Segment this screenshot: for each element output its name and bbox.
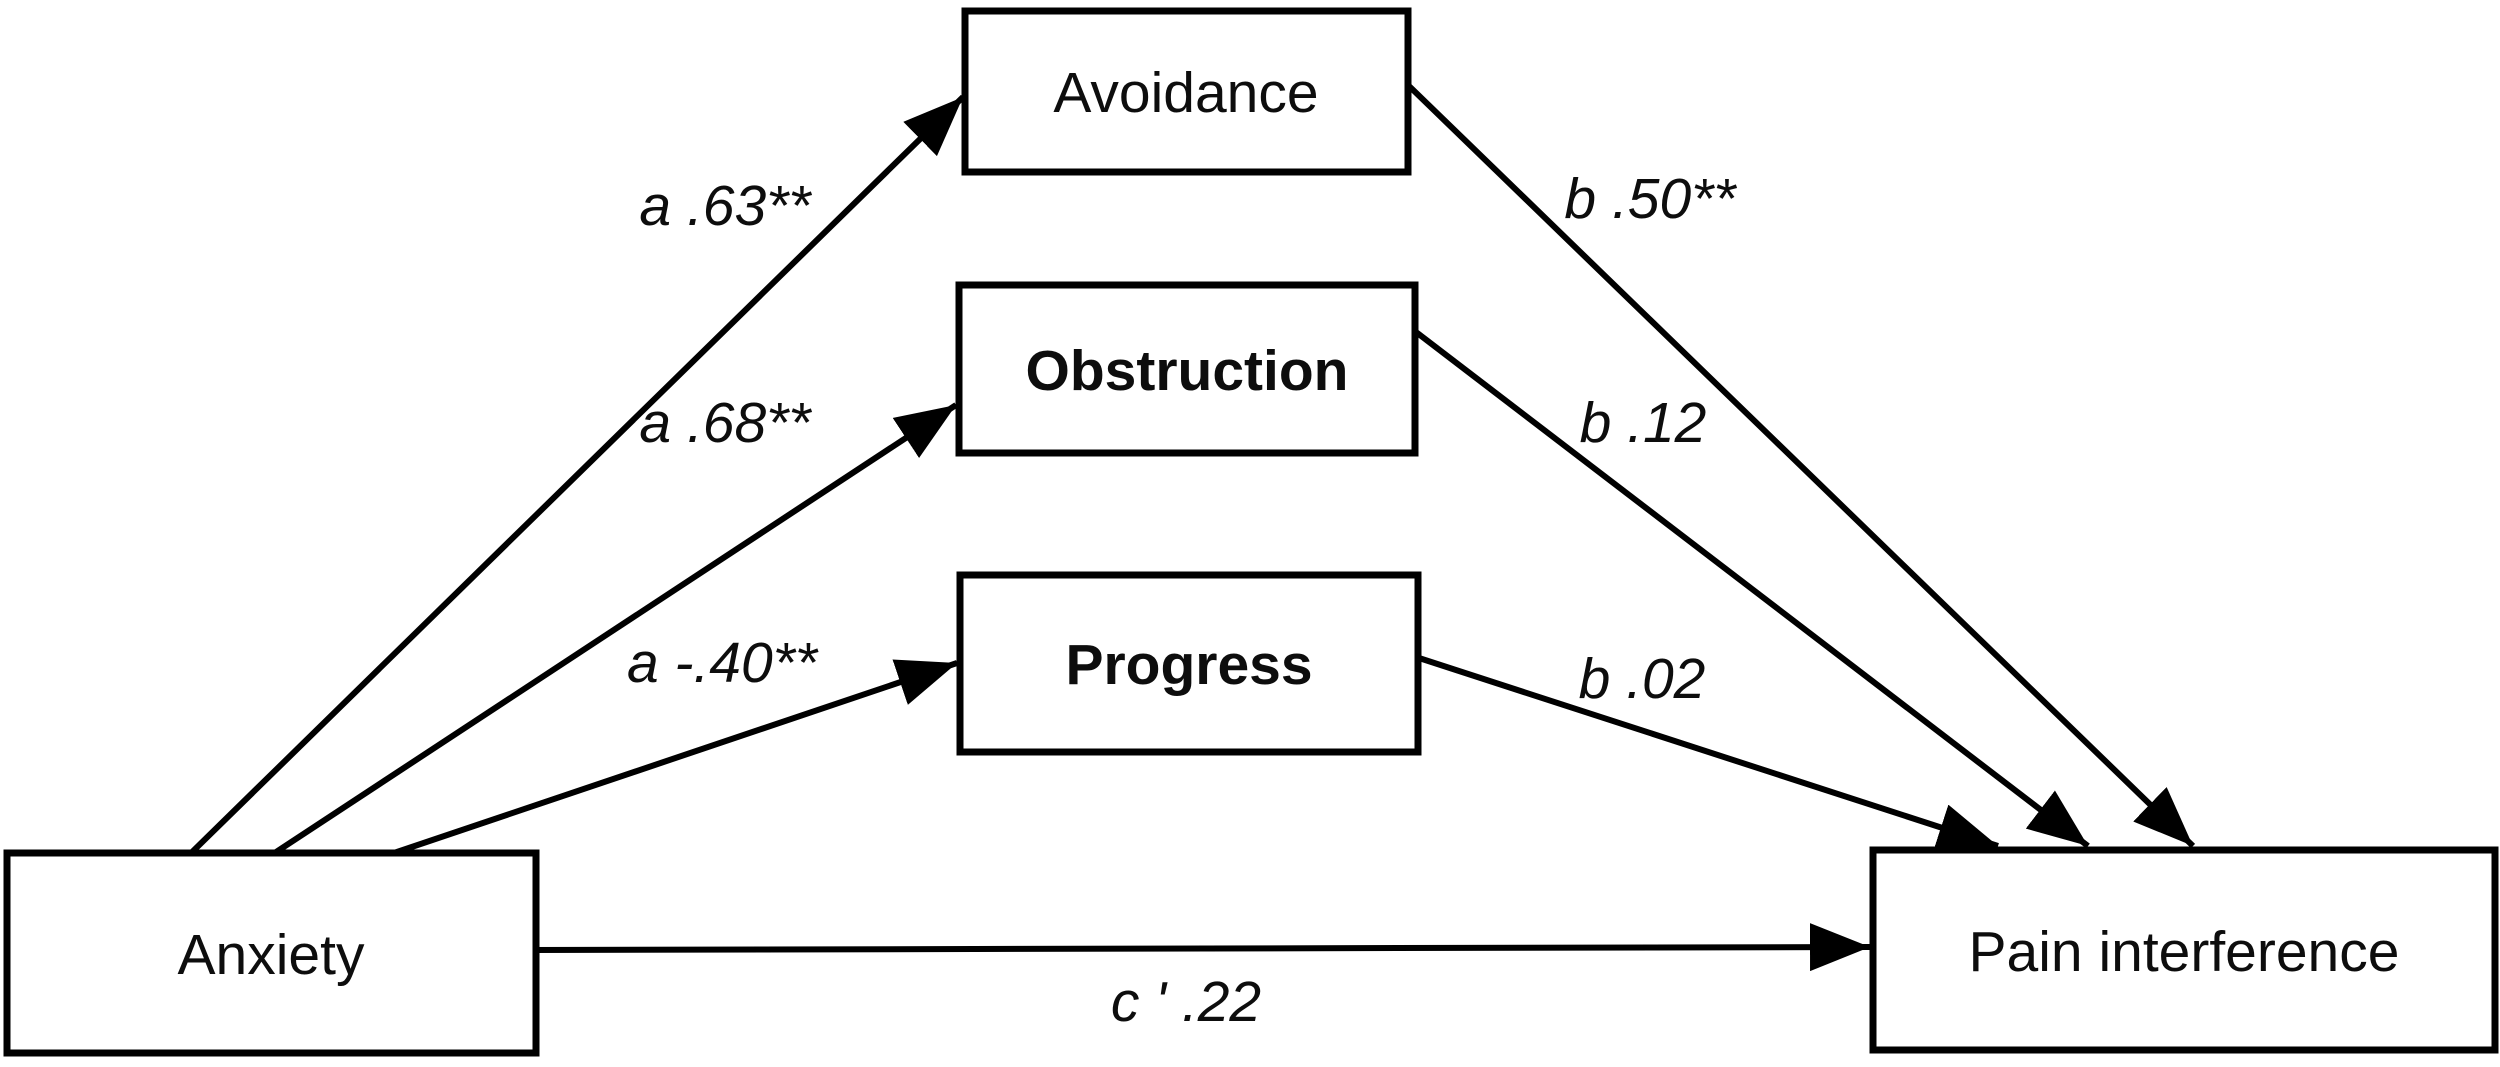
coefficient-b-obstruction: b .12 xyxy=(1580,391,1707,455)
pain-interference-label: Pain interference xyxy=(1969,920,2400,984)
coefficient-b-progress: b .02 xyxy=(1579,647,1706,711)
obstruction-label: Obstruction xyxy=(1026,339,1349,403)
avoidance-box xyxy=(961,7,1412,176)
node-obstruction: Obstruction xyxy=(955,281,1419,457)
anxiety-label: Anxiety xyxy=(178,923,365,987)
coefficient-a-avoidance: a .63** xyxy=(639,174,812,238)
arrow-obstruction-to-pain-interference xyxy=(1414,329,2090,849)
node-avoidance: Avoidance xyxy=(961,7,1412,176)
arrow-avoidance-to-pain-interference xyxy=(1406,83,2196,849)
anxiety-box xyxy=(3,849,540,1057)
arrow-progress-to-pain-interference xyxy=(1418,655,1999,851)
arrow-anxiety-to-pain-interference-direct xyxy=(533,923,1871,972)
node-progress: Progress xyxy=(956,571,1422,756)
pain-interference-box xyxy=(1869,846,2499,1054)
progress-label: Progress xyxy=(1065,633,1312,697)
obstruction-box xyxy=(955,281,1419,457)
progress-box xyxy=(956,571,1422,756)
node-anxiety: Anxiety xyxy=(3,849,540,1057)
node-pain-interference: Pain interference xyxy=(1869,846,2499,1054)
avoidance-label: Avoidance xyxy=(1053,61,1318,125)
arrow-anxiety-to-progress xyxy=(384,659,958,859)
coefficient-c-prime: c ' .22 xyxy=(1111,970,1261,1034)
coefficient-a-progress: a -.40** xyxy=(627,631,819,695)
coefficient-a-obstruction: a .68** xyxy=(639,391,812,455)
arrow-anxiety-to-avoidance xyxy=(185,94,966,859)
coefficient-b-avoidance: b .50** xyxy=(1564,167,1737,231)
arrow-anxiety-to-obstruction xyxy=(268,402,958,859)
